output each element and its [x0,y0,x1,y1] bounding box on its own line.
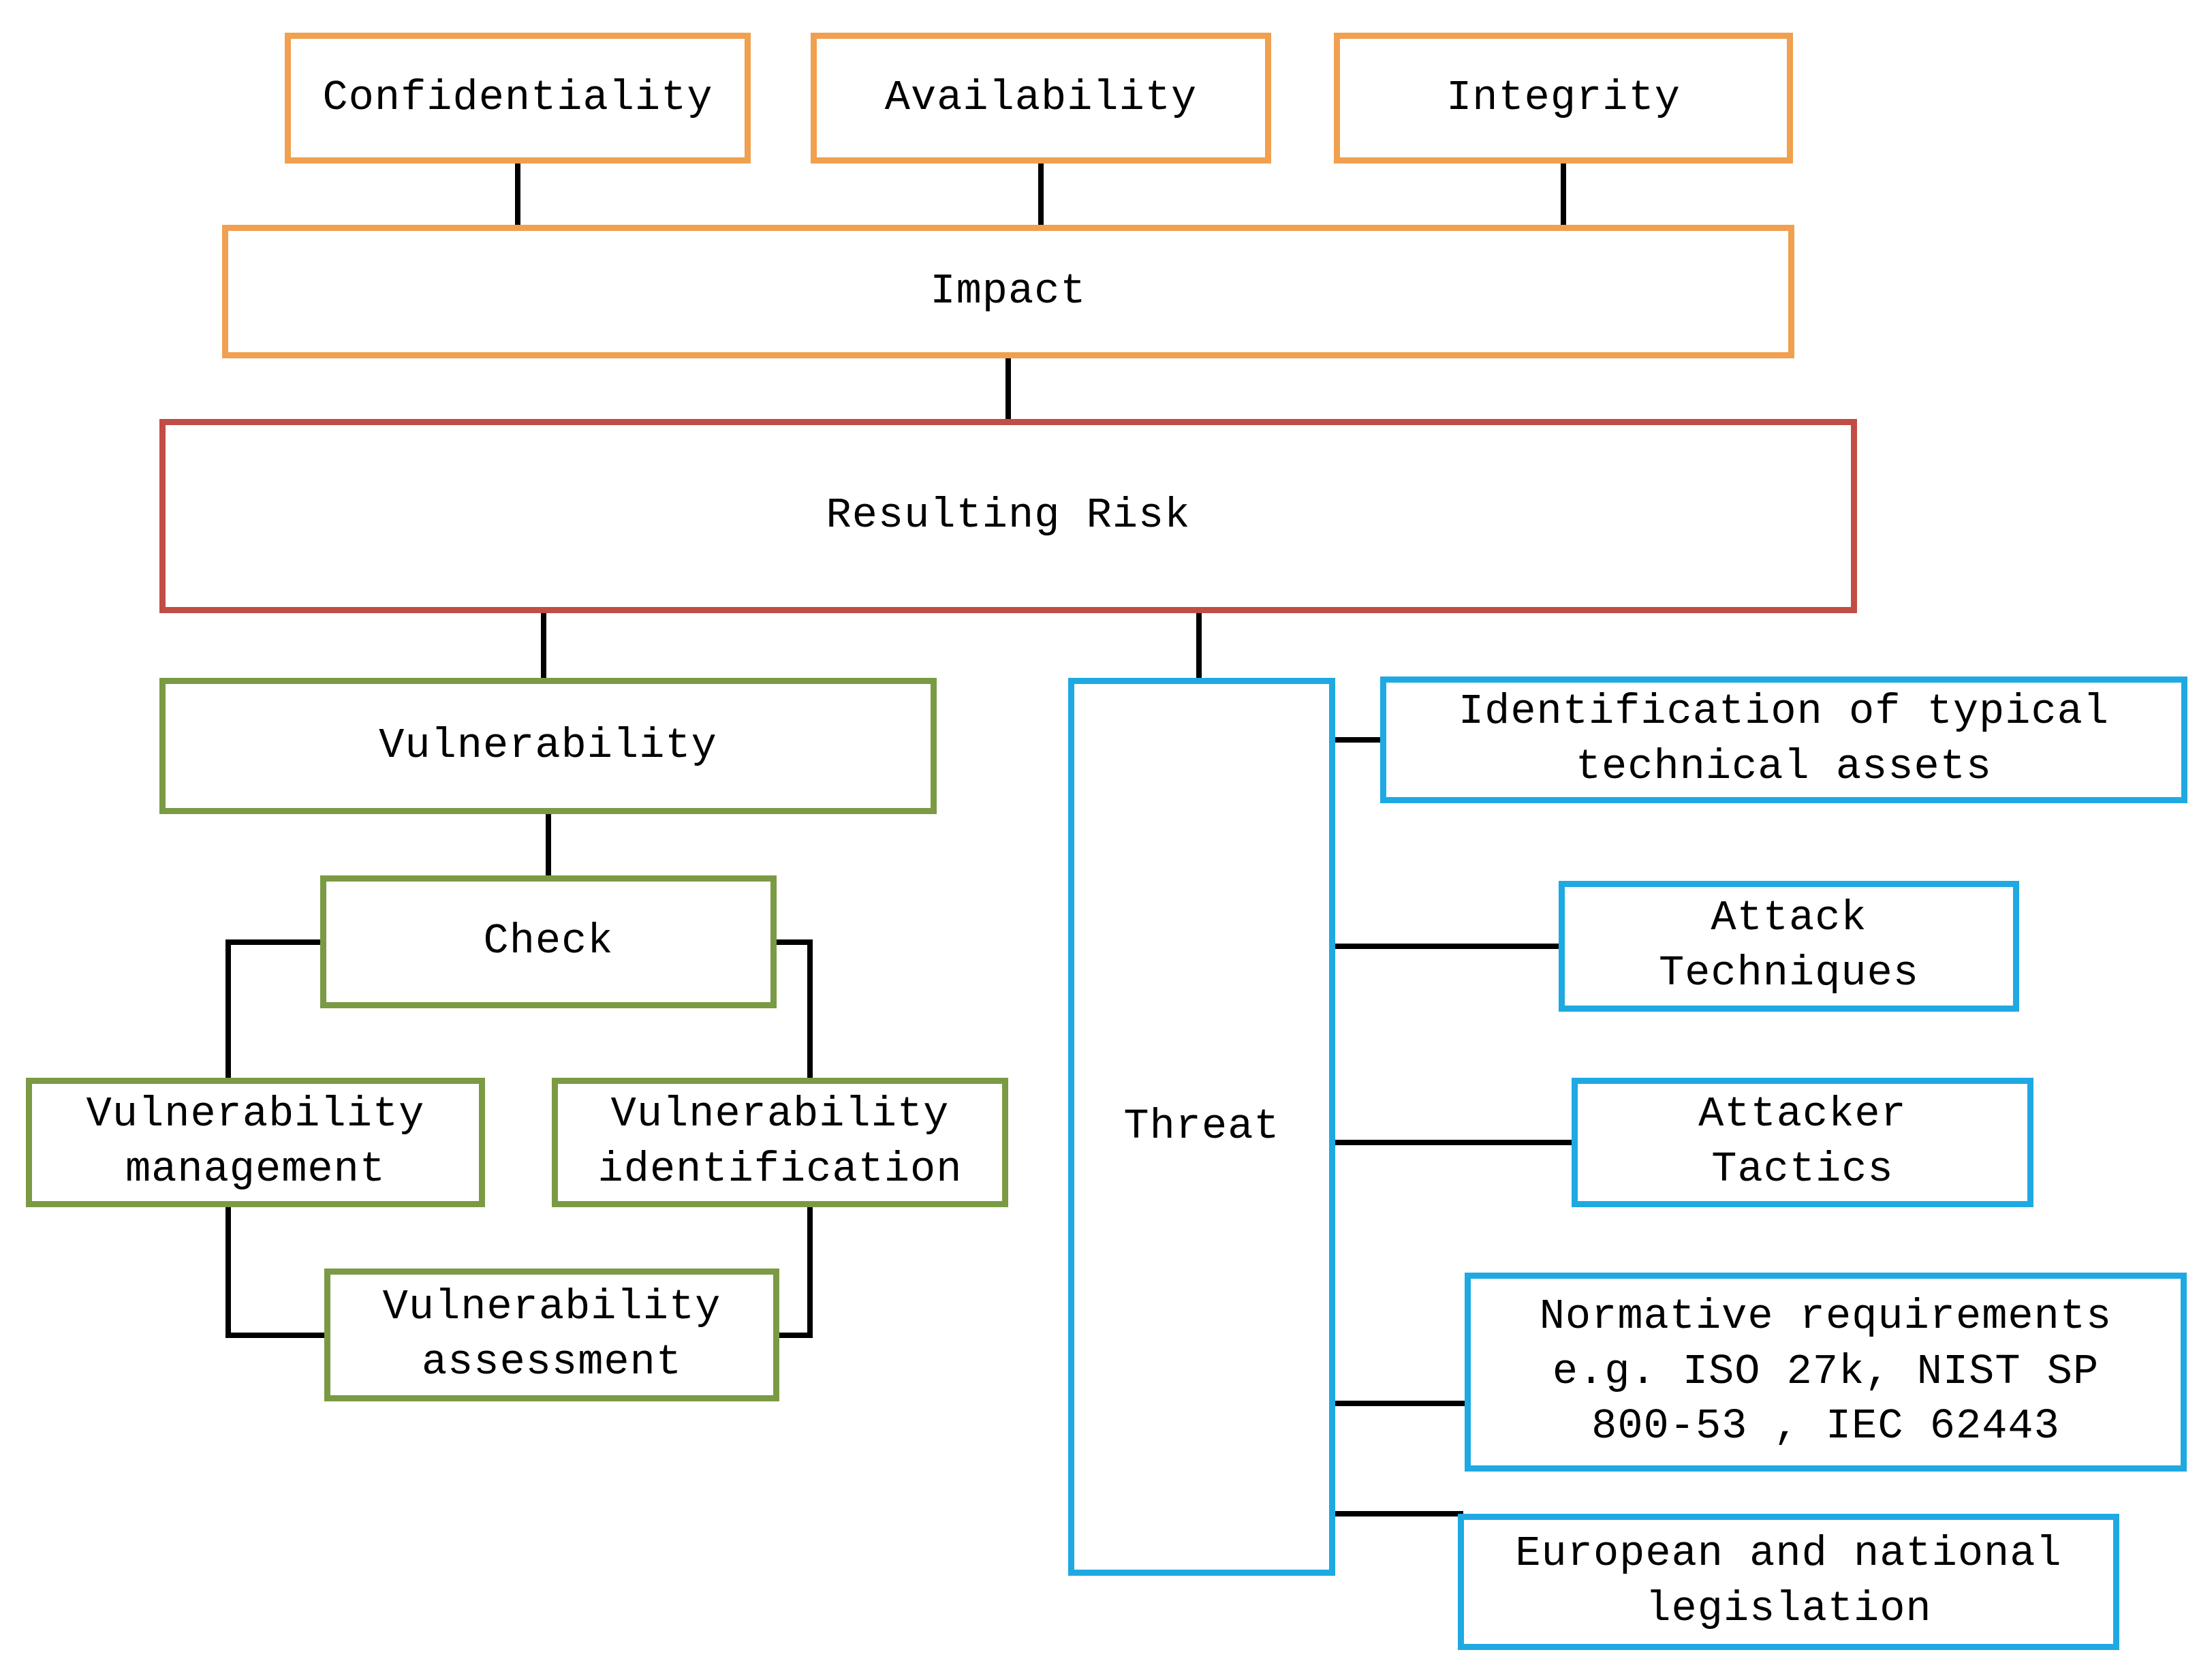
edge-resulting-risk-threat [1196,612,1202,681]
node-normative-requirements: Normative requirements e.g. ISO 27k, NIS… [1465,1273,2187,1472]
node-attack-techniques: Attack Techniques [1559,881,2019,1012]
node-vulnerability: Vulnerability [159,678,937,814]
edge-into-assessment-left [225,1333,327,1338]
node-label: Availability [884,73,1198,122]
node-integrity: Integrity [1334,33,1793,164]
edge-threat-identification-assets [1330,737,1386,743]
edge-impact-resulting-risk [1005,358,1011,422]
edge-threat-attacker-tactics [1330,1140,1577,1145]
edge-vulnerability-check [546,813,551,878]
node-label: Identification of typical technical asse… [1458,687,2110,791]
node-availability: Availability [811,33,1271,164]
node-label: Attacker Tactics [1698,1090,1907,1194]
node-label: Normative requirements e.g. ISO 27k, NIS… [1539,1292,2112,1451]
node-vulnerability-assessment: Vulnerability assessment [324,1269,779,1401]
edge-check-right-horizontal [774,939,813,945]
node-resulting-risk: Resulting Risk [159,419,1857,613]
node-label: Confidentiality [322,73,713,122]
node-label: Attack Techniques [1658,894,1920,997]
node-label: Threat [1123,1102,1280,1151]
edge-threat-attack-techniques [1330,944,1564,949]
node-vulnerability-management: Vulnerability management [26,1078,485,1207]
node-confidentiality: Confidentiality [285,33,751,164]
edge-check-left-horizontal [225,939,323,945]
edge-identification-down-vertical [807,1206,813,1338]
node-label: Vulnerability management [86,1090,425,1194]
node-label: Vulnerability [379,721,717,770]
edge-confidentiality-impact [515,164,520,228]
node-check: Check [320,875,777,1008]
node-label: Impact [930,266,1087,315]
edge-management-down-vertical [225,1206,231,1335]
node-label: Vulnerability assessment [382,1282,721,1386]
node-identification-of-typical-technical-assets: Identification of typical technical asse… [1380,676,2187,803]
node-attacker-tactics: Attacker Tactics [1572,1078,2033,1207]
node-label: Resulting Risk [826,491,1191,540]
node-label: European and national legislation [1515,1529,2062,1633]
node-label: Vulnerability identification [597,1090,963,1194]
node-vulnerability-identification: Vulnerability identification [552,1078,1008,1207]
edge-check-management-vertical [225,939,231,1080]
node-threat: Threat [1068,678,1335,1576]
edge-integrity-impact [1561,164,1566,228]
edge-into-assessment-right [777,1333,813,1338]
node-european-and-national-legislation: European and national legislation [1458,1514,2119,1650]
edge-threat-normative-requirements [1330,1401,1470,1406]
edge-threat-european-legislation [1330,1511,1463,1516]
edge-resulting-risk-vulnerability [541,612,546,681]
edge-availability-impact [1038,164,1044,228]
node-label: Check [483,917,614,966]
edge-check-identification-vertical [807,939,813,1080]
node-label: Integrity [1446,73,1681,122]
node-impact: Impact [222,225,1794,358]
